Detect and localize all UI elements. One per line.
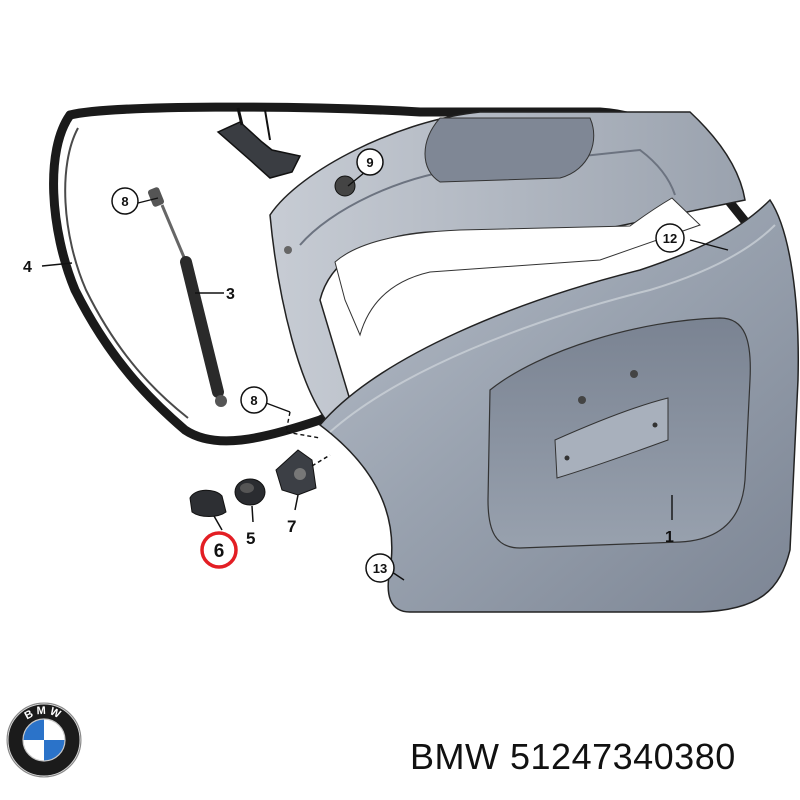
callout-12: 12 [655, 223, 685, 253]
label-4: 4 [23, 259, 32, 276]
label-3: 3 [226, 286, 235, 303]
label-8-bottom: 8 [250, 393, 257, 408]
label-7: 7 [287, 517, 296, 536]
gas-strut [147, 187, 227, 407]
label-9: 9 [366, 155, 373, 170]
highlight-part-6: 6 [200, 531, 238, 569]
callout-9: 9 [356, 148, 384, 176]
part-7-bracket [275, 449, 331, 511]
part-6-cap [189, 489, 227, 531]
part-caption: BMW 51247340380 [410, 736, 736, 778]
logo-lettering: BMW [23, 705, 66, 723]
label-1: 1 [665, 529, 674, 546]
label-8-top: 8 [121, 194, 128, 209]
part-5-grommet [234, 478, 266, 523]
tailgate-outer-panel [318, 198, 799, 613]
callout-13: 13 [365, 553, 395, 583]
hinge-bracket [216, 107, 302, 179]
part-number: 51247340380 [510, 736, 736, 777]
label-13: 13 [373, 561, 387, 576]
callout-8-top: 8 [111, 187, 139, 215]
label-12: 12 [663, 231, 677, 246]
label-6: 6 [214, 541, 225, 562]
callout-8-bottom: 8 [240, 386, 268, 414]
brand-name: BMW [410, 736, 500, 777]
bmw-logo: BMW [6, 702, 82, 778]
label-5: 5 [246, 529, 255, 548]
window-opening [334, 197, 701, 337]
